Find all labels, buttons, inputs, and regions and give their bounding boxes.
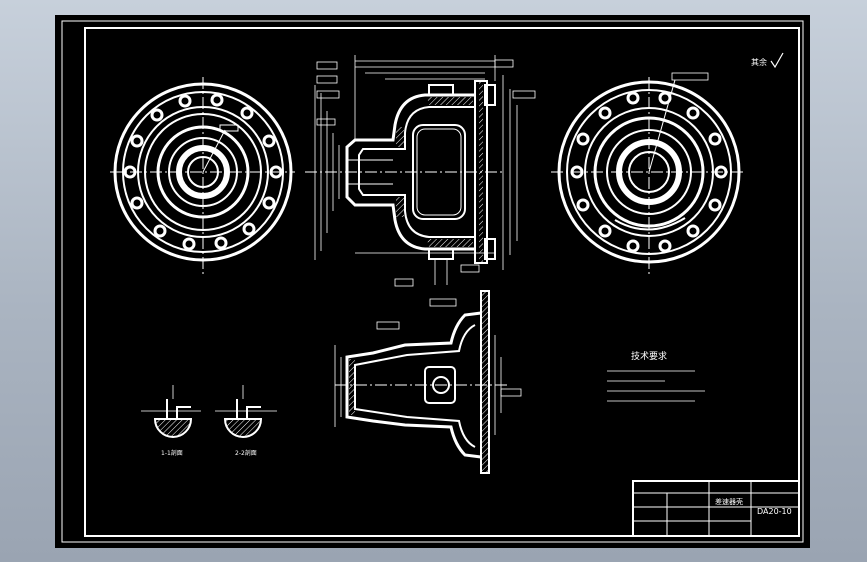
left-flange-bolt-holes: [123, 93, 283, 251]
section-2-2: [215, 385, 277, 438]
title-block: [632, 480, 800, 537]
title-block-part-name: 差速器壳: [715, 497, 743, 506]
left-end-view: [110, 77, 295, 275]
main-section-view: [305, 55, 536, 287]
drawing-canvas[interactable]: 其余 技术要求 1-1剖面 2-2剖面 差速器壳 DA20-10: [55, 15, 810, 548]
roughness-icon: [770, 52, 784, 69]
technical-notes-title: 技术要求: [631, 350, 667, 362]
section-1-1-label: 1-1剖面: [161, 449, 183, 457]
inner-border: [84, 27, 800, 537]
main-view-dimensions: [314, 55, 518, 285]
title-block-drawing-number: DA20-10: [757, 507, 792, 516]
technical-notes-lines: [607, 370, 705, 402]
lower-section-view: [334, 290, 522, 474]
section-2-2-label: 2-2剖面: [235, 449, 257, 457]
outer-border: [61, 20, 804, 543]
main-view-callouts: [316, 59, 536, 287]
right-end-view: [551, 72, 745, 277]
section-1-1: [141, 385, 201, 438]
roughness-label: 其余: [751, 57, 767, 67]
cad-drawing: 其余 技术要求 1-1剖面 2-2剖面 差速器壳 DA20-10: [61, 20, 804, 543]
